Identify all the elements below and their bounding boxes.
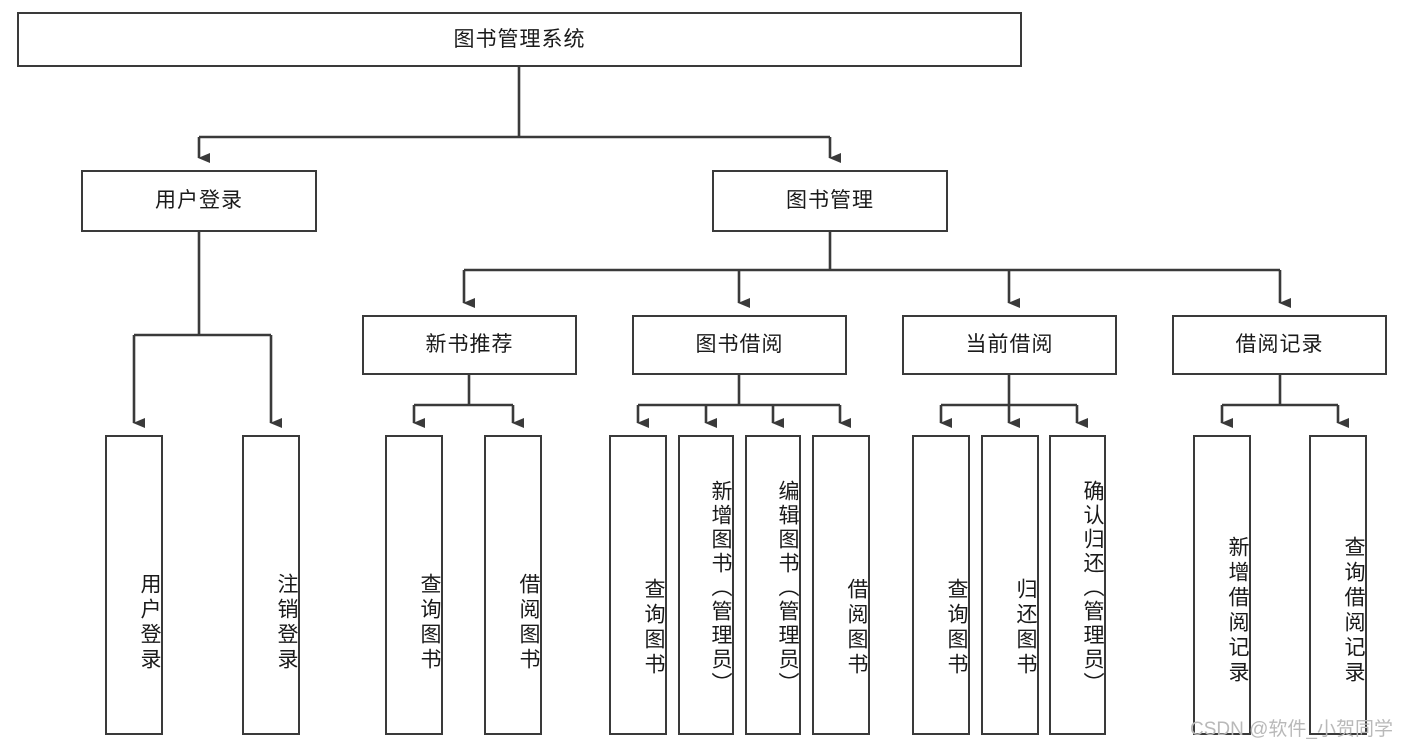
leaf-recommend-borrow-book[interactable]: 借阅图书 [484, 435, 542, 735]
node-label: 查询图书 [418, 573, 441, 673]
leaf-borrow-edit-book-admin[interactable]: 编辑图书（管理员） [745, 435, 801, 735]
node-label: 新书推荐 [425, 333, 514, 357]
watermark-text: CSDN @软件_小贺同学 [1190, 719, 1393, 740]
node-label: 查询图书 [945, 578, 968, 678]
leaf-borrow-add-book-admin[interactable]: 新增图书（管理员） [678, 435, 734, 735]
leaf-user-login-signout[interactable]: 注销登录 [242, 435, 300, 735]
leaf-user-login-signin[interactable]: 用户登录 [105, 435, 163, 735]
leaf-current-query-book[interactable]: 查询图书 [912, 435, 970, 735]
node-label: 用户登录 [155, 189, 243, 213]
node-label: 注销登录 [275, 573, 298, 673]
node-label: 借阅图书 [845, 578, 868, 678]
node-borrow-record[interactable]: 借阅记录 [1172, 315, 1387, 375]
leaf-borrow-query-book[interactable]: 查询图书 [609, 435, 667, 735]
node-label: 借阅记录 [1235, 333, 1324, 357]
node-label: 编辑图书（管理员） [776, 480, 799, 696]
node-book-management-system[interactable]: 图书管理系统 [17, 12, 1022, 67]
node-label: 当前借阅 [965, 333, 1054, 357]
node-label: 查询借阅记录 [1342, 535, 1365, 686]
node-label: 图书管理系统 [453, 27, 586, 51]
leaf-record-query-record[interactable]: 查询借阅记录 [1309, 435, 1367, 735]
leaf-record-add-record[interactable]: 新增借阅记录 [1193, 435, 1251, 735]
node-book-borrow[interactable]: 图书借阅 [632, 315, 847, 375]
node-label: 图书管理 [786, 189, 874, 213]
node-current-borrow[interactable]: 当前借阅 [902, 315, 1117, 375]
leaf-recommend-query-book[interactable]: 查询图书 [385, 435, 443, 735]
leaf-borrow-borrow-book[interactable]: 借阅图书 [812, 435, 870, 735]
node-label: 新增借阅记录 [1226, 535, 1249, 686]
node-user-login[interactable]: 用户登录 [81, 170, 317, 232]
node-label: 归还图书 [1014, 578, 1037, 678]
node-label: 图书借阅 [695, 333, 784, 357]
node-label: 新增图书（管理员） [709, 480, 732, 696]
leaf-current-confirm-return-admin[interactable]: 确认归还（管理员） [1049, 435, 1106, 735]
node-label: 用户登录 [138, 573, 161, 673]
node-new-book-recommend[interactable]: 新书推荐 [362, 315, 577, 375]
node-label: 查询图书 [642, 578, 665, 678]
node-label: 确认归还（管理员） [1081, 480, 1104, 696]
node-book-management[interactable]: 图书管理 [712, 170, 948, 232]
node-label: 借阅图书 [517, 573, 540, 673]
leaf-current-return-book[interactable]: 归还图书 [981, 435, 1039, 735]
